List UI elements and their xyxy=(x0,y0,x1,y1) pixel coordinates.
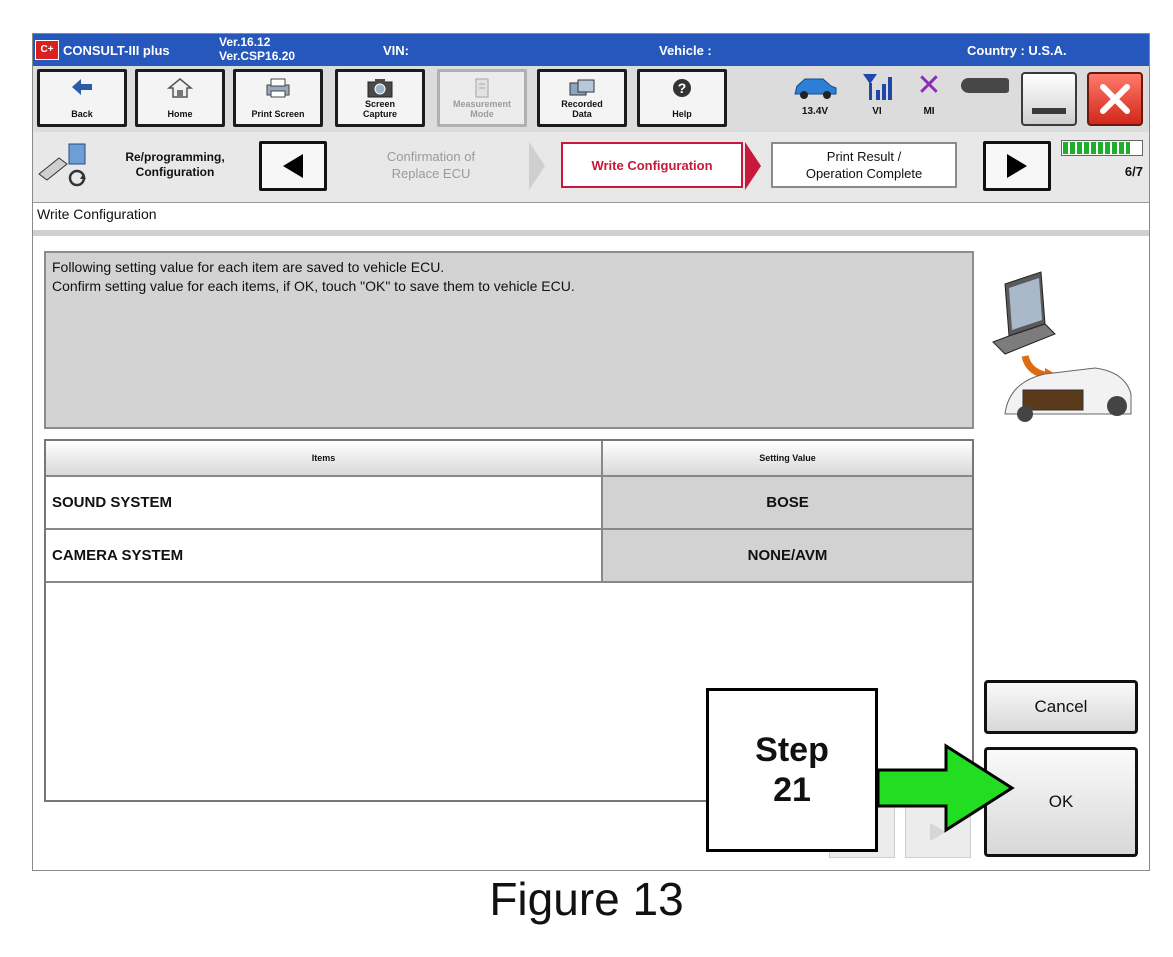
screen-capture-button-label: Screen Capture xyxy=(362,99,397,119)
help-button-label: Help xyxy=(672,109,692,119)
recorded-data-icon xyxy=(540,77,624,104)
step-separator-chevron-icon xyxy=(529,142,545,190)
minimize-button[interactable] xyxy=(1021,72,1077,126)
message-box: Following setting value for each item ar… xyxy=(44,251,974,429)
back-arrow-icon xyxy=(40,77,124,102)
laptop-car-icon xyxy=(992,271,1132,422)
vin-label: VIN: xyxy=(383,43,409,58)
help-button[interactable]: ? Help xyxy=(637,69,727,127)
step-confirmation-replace-ecu: Confirmation of Replace ECU xyxy=(386,149,476,181)
progress-fill xyxy=(1063,142,1130,154)
close-icon xyxy=(1100,84,1130,114)
laptop-to-car-illustration xyxy=(985,264,1135,424)
triangle-left-icon xyxy=(283,154,303,178)
back-button[interactable]: Back xyxy=(37,69,127,127)
screen-capture-button[interactable]: Screen Capture xyxy=(335,69,425,127)
section-divider xyxy=(33,230,1149,236)
message-line-1: Following setting value for each item ar… xyxy=(52,259,445,275)
back-button-label: Back xyxy=(71,109,93,119)
step-print-result: Print Result / Operation Complete xyxy=(771,142,957,188)
progress-battery-icon xyxy=(1061,140,1143,156)
triangle-right-icon xyxy=(1007,154,1027,178)
voltage-readout: 13.4V xyxy=(801,106,829,117)
toolbar: Back Home Print Screen Screen Capture Me… xyxy=(33,66,1149,133)
version-line-2: Ver.CSP16.20 xyxy=(219,49,296,63)
figure-caption: Figure 13 xyxy=(489,873,684,925)
green-arrow-icon xyxy=(876,743,1015,833)
country-label: Country : U.S.A. xyxy=(967,43,1067,58)
home-button[interactable]: Home xyxy=(135,69,225,127)
printer-icon xyxy=(236,77,320,104)
step-callout-text: Step 21 xyxy=(755,731,829,809)
table-row-value: BOSE xyxy=(603,477,972,530)
car-battery-icon xyxy=(791,74,839,100)
table-row-item: CAMERA SYSTEM xyxy=(46,530,603,583)
version-line-1: Ver.16.12 xyxy=(219,35,271,49)
column-header-items: Items xyxy=(46,441,603,477)
camera-icon xyxy=(338,77,422,104)
print-screen-button[interactable]: Print Screen xyxy=(233,69,323,127)
step-bar: Re/programming, Configuration Confirmati… xyxy=(33,132,1149,203)
active-step-chevron-icon xyxy=(745,142,761,190)
vi-label: VI xyxy=(872,106,882,117)
svg-text:?: ? xyxy=(678,80,687,96)
section-title: Write Configuration xyxy=(37,206,157,222)
vi-signal-icon xyxy=(861,72,893,102)
vehicle-label: Vehicle : xyxy=(659,43,712,58)
app-logo-icon: C+ xyxy=(35,40,59,60)
table-row-item: SOUND SYSTEM xyxy=(46,477,603,530)
step-confirmation-chevron xyxy=(335,142,525,188)
table-row-value: NONE/AVM xyxy=(603,530,972,583)
title-bar: C+ CONSULT-III plus Ver.16.12 Ver.CSP16.… xyxy=(33,34,1149,66)
previous-step-button[interactable] xyxy=(259,141,327,191)
close-button[interactable] xyxy=(1087,72,1143,126)
measurement-icon xyxy=(440,77,524,104)
home-icon xyxy=(138,77,222,104)
app-name: CONSULT-III plus xyxy=(63,43,170,58)
reprogramming-icon xyxy=(37,142,93,188)
step-write-configuration: Write Configuration xyxy=(561,142,743,188)
print-screen-button-label: Print Screen xyxy=(251,109,305,119)
message-line-2: Confirm setting value for each items, if… xyxy=(52,278,575,294)
minimize-icon xyxy=(1032,108,1066,114)
mode-label: Re/programming, Configuration xyxy=(125,150,225,179)
help-icon: ? xyxy=(640,77,724,104)
measurement-mode-button-label: Measurement Mode xyxy=(452,99,512,119)
column-header-setting-value: Setting Value xyxy=(603,441,972,477)
ok-button[interactable]: OK xyxy=(984,747,1138,857)
recorded-data-button-label: Recorded Data xyxy=(561,99,603,119)
next-step-button[interactable] xyxy=(983,141,1051,191)
progress-text: 6/7 xyxy=(1124,164,1143,179)
cancel-button[interactable]: Cancel xyxy=(984,680,1138,734)
triangle-right-icon xyxy=(930,823,946,841)
home-button-label: Home xyxy=(167,109,193,119)
consult-window: C+ CONSULT-III plus Ver.16.12 Ver.CSP16.… xyxy=(32,33,1150,871)
mi-label: MI xyxy=(923,106,935,117)
measurement-mode-button[interactable]: Measurement Mode xyxy=(437,69,527,127)
connector-icon xyxy=(961,78,1009,93)
step-callout-box: Step 21 xyxy=(706,688,878,852)
mi-disconnected-icon: ✕ xyxy=(916,69,942,102)
recorded-data-button[interactable]: Recorded Data xyxy=(537,69,627,127)
